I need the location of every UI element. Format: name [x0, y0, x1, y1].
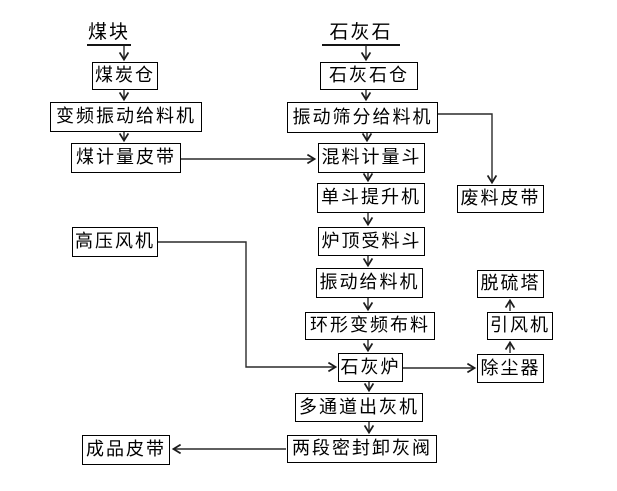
node-waste-belt: 废料皮带 — [457, 185, 544, 213]
node-kiln-top-receiving-hopper: 炉顶受料斗 — [318, 227, 425, 256]
edge-vibrating-screening-feeder-to-waste-belt — [438, 113, 498, 185]
node-desulfurization-tower: 脱硫塔 — [477, 270, 544, 298]
node-coal: 煤块 — [87, 21, 131, 46]
node-annular-vf-distributor: 环形变频布料 — [305, 312, 435, 340]
node-coal-bunker: 煤炭仓 — [92, 62, 158, 90]
node-vf-vibrating-feeder: 变频振动给料机 — [50, 102, 202, 132]
node-multi-channel-ash-discharger: 多通道出灰机 — [295, 393, 423, 422]
node-mixing-weighing-hopper: 混料计量斗 — [318, 143, 425, 173]
node-high-pressure-fan: 高压风机 — [72, 227, 158, 257]
node-lime-kiln: 石灰炉 — [338, 353, 403, 382]
node-vibrating-screening-feeder: 振动筛分给料机 — [287, 102, 438, 133]
node-limestone: 石灰石 — [322, 21, 400, 46]
node-single-bucket-elevator: 单斗提升机 — [317, 183, 425, 213]
node-induced-draft-fan: 引风机 — [487, 312, 553, 340]
node-dust-collector: 除尘器 — [477, 354, 544, 383]
node-vibrating-feeder: 振动给料机 — [316, 268, 423, 298]
node-coal-weighing-belt: 煤计量皮带 — [71, 143, 181, 173]
node-limestone-bunker: 石灰石仓 — [320, 62, 418, 90]
node-product-belt: 成品皮带 — [82, 435, 170, 465]
node-two-stage-sealed-ash-valve: 两段密封卸灰阀 — [287, 435, 437, 463]
edge-high-pressure-fan-to-lime-kiln — [158, 241, 338, 373]
